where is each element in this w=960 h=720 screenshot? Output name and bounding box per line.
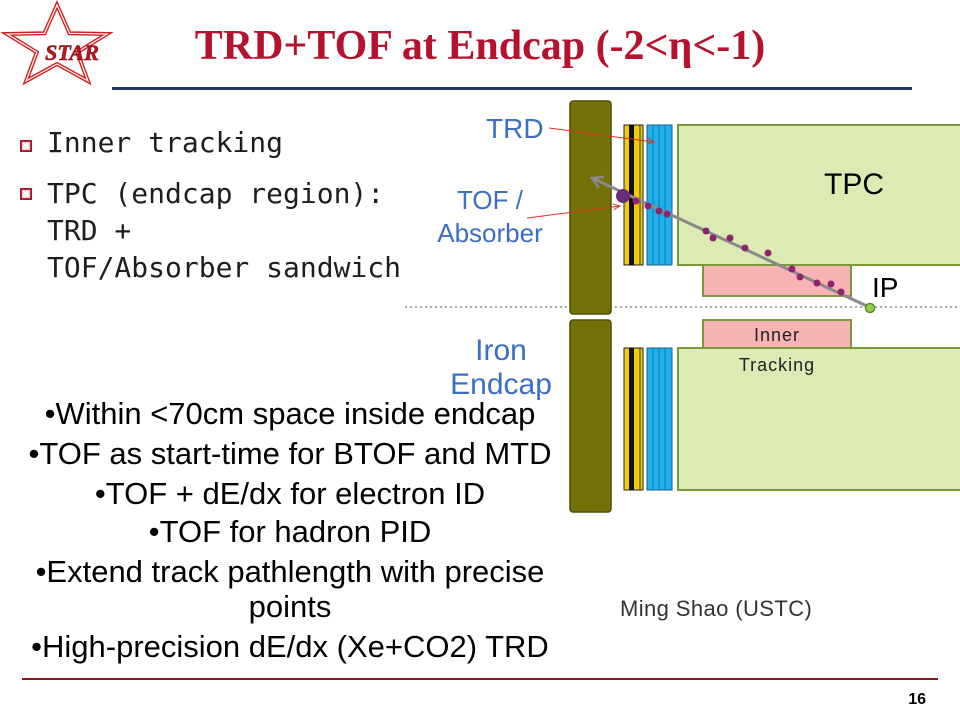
track-hit bbox=[726, 234, 734, 242]
feature-item: •TOF as start-time for BTOF and MTD bbox=[0, 435, 580, 473]
tof-absorber-label: TOF / Absorber bbox=[420, 184, 560, 250]
bullet-item-tpc-endcap: TPC (endcap region): TRD + TOF/Absorber … bbox=[47, 175, 401, 286]
track-hit bbox=[837, 288, 845, 296]
absorber-black-layer bbox=[629, 125, 634, 265]
track-hits bbox=[616, 189, 845, 296]
trd-lower bbox=[646, 347, 673, 491]
bullet-line: TOF/Absorber sandwich bbox=[47, 251, 402, 284]
trd-pointer-line bbox=[548, 127, 654, 142]
feature-line: •High-precision dE/dx (Xe+CO2) TRD bbox=[31, 629, 549, 664]
track-hit-large bbox=[616, 189, 630, 203]
iron-endcap-label: Iron Endcap bbox=[432, 334, 570, 402]
trd-upper bbox=[646, 124, 673, 266]
footer-rule bbox=[22, 678, 938, 680]
feature-item: •TOF for hadron PID bbox=[0, 513, 580, 551]
tof-absorber-label-line: Absorber bbox=[437, 218, 543, 248]
iron-endcap-label-line: Iron bbox=[475, 334, 527, 367]
feature-item: •Within <70cm space inside endcap bbox=[0, 395, 580, 433]
star-logo: STAR bbox=[0, 0, 114, 86]
iron-endcap-label-line: Endcap bbox=[450, 368, 552, 401]
bullet-marker bbox=[20, 140, 32, 152]
inner-tracking-label-line: Inner bbox=[753, 325, 801, 345]
title-underline bbox=[112, 87, 912, 90]
absorber-black-layer bbox=[629, 348, 634, 490]
iron-endcap-upper bbox=[569, 100, 612, 315]
feature-item: •TOF + dE/dx for electron ID bbox=[0, 475, 580, 513]
absorber-yellow-layer bbox=[623, 124, 644, 266]
trd-label: TRD bbox=[486, 113, 544, 144]
feature-line: •Within <70cm space inside endcap bbox=[44, 396, 536, 431]
feature-line: points bbox=[248, 589, 332, 624]
feature-line: •TOF as start-time for BTOF and MTD bbox=[28, 436, 552, 471]
star-logo-text: STAR bbox=[45, 40, 99, 65]
feature-line: •TOF for hadron PID bbox=[148, 514, 432, 549]
track-hit bbox=[764, 249, 772, 257]
slide-title: TRD+TOF at Endcap (-2<η<-1) bbox=[194, 23, 766, 69]
author-credit: Ming Shao (USTC) bbox=[620, 596, 813, 621]
tof-absorber-lower bbox=[623, 347, 644, 491]
track-hit bbox=[702, 227, 710, 235]
track-hit bbox=[709, 234, 717, 242]
trd-block bbox=[646, 124, 673, 266]
tpc-upper bbox=[677, 124, 960, 266]
tpc-upper-border bbox=[677, 124, 960, 266]
track-hit bbox=[796, 273, 804, 281]
feature-item: •High-precision dE/dx (Xe+CO2) TRD bbox=[0, 628, 580, 666]
tof-absorber-label-line: TOF / bbox=[457, 185, 523, 215]
page-number: 16 bbox=[908, 691, 926, 708]
feature-line: •Extend track pathlength with precise bbox=[35, 554, 545, 589]
ip-label: IP bbox=[872, 272, 899, 303]
absorber-yellow-layer bbox=[623, 347, 644, 491]
track-hit bbox=[741, 244, 749, 252]
track-hit bbox=[644, 202, 652, 210]
track-hit bbox=[663, 210, 671, 218]
tpc-upper-fill bbox=[678, 125, 960, 265]
bullet-marker bbox=[20, 188, 32, 200]
inner-tracking-upper bbox=[702, 264, 852, 297]
inner-tracking-label: Inner Tracking bbox=[697, 320, 857, 380]
bullet-line: TRD + bbox=[47, 214, 132, 247]
track-hit bbox=[827, 280, 835, 288]
trd-block bbox=[646, 347, 673, 491]
star-logo-star-inner-line bbox=[5, 3, 109, 83]
feature-item: •Extend track pathlength with precise po… bbox=[0, 554, 580, 624]
bullet-line: TPC (endcap region): bbox=[47, 177, 385, 210]
tpc-label: TPC bbox=[824, 168, 884, 201]
track-hit bbox=[813, 279, 821, 287]
inner-tracking-label-line: Tracking bbox=[738, 355, 816, 375]
feature-line: •TOF + dE/dx for electron ID bbox=[94, 476, 486, 511]
track-hit bbox=[632, 197, 640, 205]
track-hit bbox=[655, 207, 663, 215]
bullet-line: Inner tracking bbox=[47, 126, 284, 159]
tof-absorber-upper bbox=[623, 124, 644, 266]
ip-marker bbox=[864, 302, 876, 314]
bullet-item-inner-tracking: Inner tracking bbox=[47, 126, 283, 160]
track-hit bbox=[788, 265, 796, 273]
track-arrowhead bbox=[589, 175, 605, 189]
